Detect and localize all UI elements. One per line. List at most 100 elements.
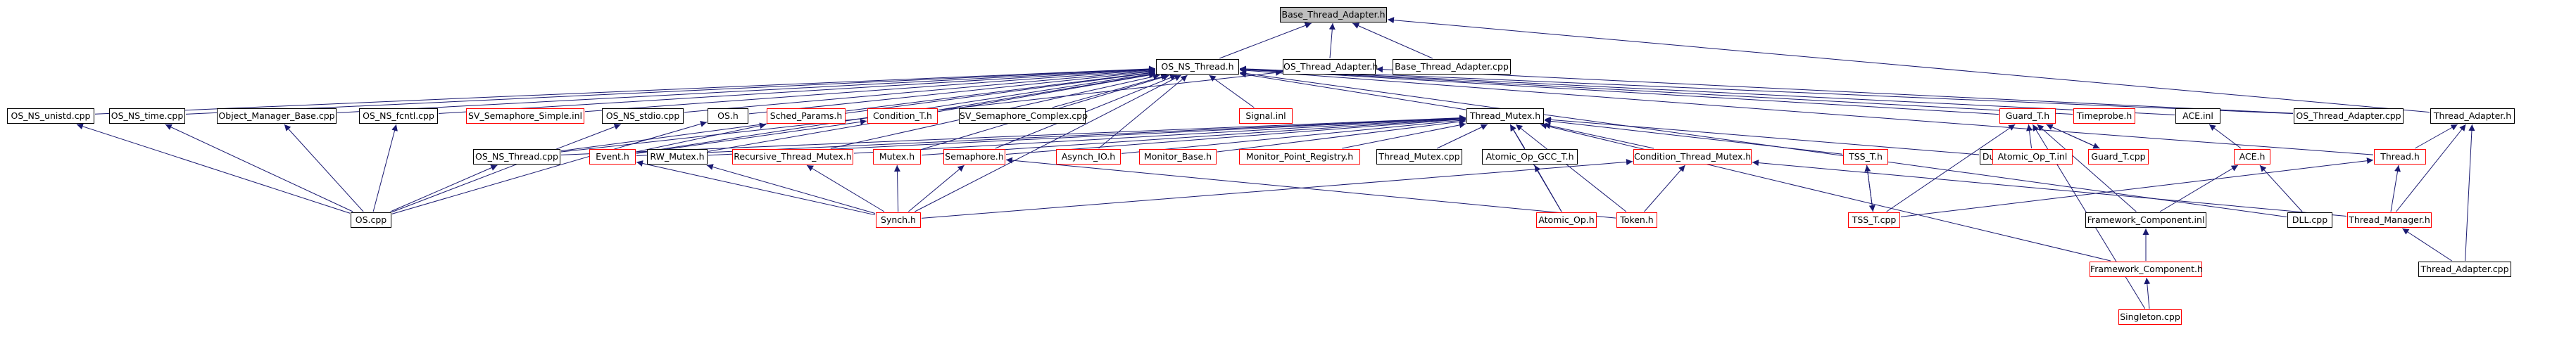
node-tss-t-cpp[interactable]: TSS_T.cpp <box>1848 212 1900 228</box>
node-label: Asynch_IO.h <box>1061 151 1116 162</box>
edge-token_h-to-thread_mutex_h <box>1515 124 1627 212</box>
node-os-cpp[interactable]: OS.cpp <box>351 212 391 228</box>
node-label: Object_Manager_Base.cpp <box>218 110 335 121</box>
edge-tss_t_cpp-to-guard_t_h <box>1886 124 2016 212</box>
edge-tss_t_h-to-tss_t_cpp <box>1866 165 1876 212</box>
node-semaphore-h[interactable]: Semaphore.h <box>943 149 1005 165</box>
edge-os_cpp-to-os_ns_unistd_cpp <box>76 123 351 214</box>
edge-sched_params_h-to-os_ns_thread_h <box>846 70 1156 112</box>
edge-framework_component_h-to-thread_mutex_h <box>1540 122 2111 262</box>
node-event-h[interactable]: Event.h <box>589 149 636 165</box>
edge-os_ns_stdio_cpp-to-os_ns_thread_h <box>684 67 1156 113</box>
node-monitor-base-h[interactable]: Monitor_Base.h <box>1139 149 1217 165</box>
node-recursive-thread-mutex-h[interactable]: Recursive_Thread_Mutex.h <box>732 149 853 165</box>
node-guard-t-cpp[interactable]: Guard_T.cpp <box>2088 149 2149 165</box>
node-base-thread-adapter-h[interactable]: Base_Thread_Adapter.h <box>1280 7 1387 22</box>
node-dll-cpp[interactable]: DLL.cpp <box>2287 212 2332 228</box>
node-monitor-point-registry-h[interactable]: Monitor_Point_Registry.h <box>1239 149 1360 165</box>
node-asynch-io-h[interactable]: Asynch_IO.h <box>1056 149 1121 165</box>
edge-guard_t_h-to-os_ns_thread_h <box>1239 66 1999 115</box>
node-os-ns-stdio-cpp[interactable]: OS_NS_stdio.cpp <box>602 108 684 124</box>
edge-dll_cpp-to-os_ns_thread_h <box>1239 70 2287 217</box>
node-framework-component-h[interactable]: Framework_Component.h <box>2090 262 2203 277</box>
node-guard-t-h[interactable]: Guard_T.h <box>1999 108 2056 124</box>
node-label: Atomic_Op_T.inl <box>1997 151 2068 162</box>
edge-os_h-to-os_ns_thread_h <box>748 68 1156 115</box>
edge-os_thread_adapter_cpp-to-os_thread_adapter_h <box>1376 66 2294 114</box>
edge-os_ns_time_cpp-to-os_ns_thread_h <box>185 65 1156 115</box>
node-label: OS_NS_fcntl.cpp <box>363 110 434 121</box>
node-label: Recursive_Thread_Mutex.h <box>734 151 852 162</box>
node-label: Sched_Params.h <box>769 110 843 121</box>
node-os-thread-adapter-cpp[interactable]: OS_Thread_Adapter.cpp <box>2294 108 2404 124</box>
node-os-ns-time-cpp[interactable]: OS_NS_time.cpp <box>109 108 185 124</box>
node-rw-mutex-h[interactable]: RW_Mutex.h <box>647 149 708 165</box>
node-atomic-op-h[interactable]: Atomic_Op.h <box>1536 212 1597 228</box>
node-os-ns-thread-cpp[interactable]: OS_NS_Thread.cpp <box>473 149 560 165</box>
edge-base_thread_adapter_cpp-to-base_thread_adapter_h <box>1352 22 1433 59</box>
node-label: Framework_Component.h <box>2090 264 2203 274</box>
edge-os_cpp-to-os_h <box>391 120 708 214</box>
edge-timeprobe_h-to-os_ns_thread_h <box>1239 66 2073 115</box>
node-ace-inl[interactable]: ACE.inl <box>2175 108 2220 124</box>
node-os-ns-fcntl-cpp[interactable]: OS_NS_fcntl.cpp <box>359 108 438 124</box>
edge-os_thread_adapter_cpp-to-os_ns_thread_h <box>1239 65 2294 115</box>
node-label: TSS_T.cpp <box>1852 214 1897 225</box>
node-thread-mutex-cpp[interactable]: Thread_Mutex.cpp <box>1376 149 1462 165</box>
node-label: TSS_T.h <box>1849 151 1883 162</box>
node-thread-adapter-h[interactable]: Thread_Adapter.h <box>2430 108 2515 124</box>
node-thread-manager-h[interactable]: Thread_Manager.h <box>2347 212 2432 228</box>
node-mutex-h[interactable]: Mutex.h <box>873 149 921 165</box>
node-label: DLL.cpp <box>2292 214 2328 225</box>
node-atomic-op-gcc-t-h[interactable]: Atomic_Op_GCC_T.h <box>1482 149 1578 165</box>
edge-token_h-to-condition_thread_mutex_h <box>1644 165 1685 212</box>
edge-os_ns_thread_cpp-to-thread_mutex_h <box>560 115 1466 155</box>
node-thread-mutex-h[interactable]: Thread_Mutex.h <box>1466 108 1544 124</box>
edge-thread_adapter_cpp-to-thread_manager_h <box>2402 228 2452 262</box>
node-sv-semaphore-complex-cpp[interactable]: SV_Semaphore_Complex.cpp <box>959 108 1088 124</box>
node-signal-inl[interactable]: Signal.inl <box>1239 108 1293 124</box>
node-ace-h[interactable]: ACE.h <box>2234 149 2270 165</box>
node-synch-h[interactable]: Synch.h <box>876 212 921 228</box>
edge-event_h-to-sched_params_h <box>636 122 767 153</box>
node-framework-component-inl[interactable]: Framework_Component.inl <box>2085 212 2206 228</box>
node-condition-t-h[interactable]: Condition_T.h <box>867 108 938 124</box>
node-label: Event.h <box>596 151 629 162</box>
node-label: OS_NS_time.cpp <box>111 110 184 121</box>
node-atomic-op-t-inl[interactable]: Atomic_Op_T.inl <box>1992 149 2073 165</box>
node-sched-params-h[interactable]: Sched_Params.h <box>767 108 846 124</box>
node-os-ns-thread-h[interactable]: OS_NS_Thread.h <box>1156 59 1239 75</box>
edge-thread_h-to-os_ns_thread_h <box>1239 67 2374 155</box>
node-label: Base_Thread_Adapter.cpp <box>1395 61 1509 72</box>
node-label: Semaphore.h <box>945 151 1004 162</box>
node-condition-thread-mutex-h[interactable]: Condition_Thread_Mutex.h <box>1633 149 1752 165</box>
node-thread-adapter-cpp[interactable]: Thread_Adapter.cpp <box>2418 262 2511 277</box>
node-object-manager-base-cpp[interactable]: Object_Manager_Base.cpp <box>217 108 337 124</box>
node-label: Thread_Adapter.h <box>2433 110 2512 121</box>
edge-signal_inl-to-os_ns_thread_h <box>1209 75 1255 108</box>
node-base-thread-adapter-cpp[interactable]: Base_Thread_Adapter.cpp <box>1393 59 1511 75</box>
node-token-h[interactable]: Token.h <box>1616 212 1657 228</box>
node-timeprobe-h[interactable]: Timeprobe.h <box>2073 108 2135 124</box>
node-label: Monitor_Point_Registry.h <box>1245 151 1354 162</box>
node-label: Singleton.cpp <box>2120 311 2180 322</box>
edge-synch_h-to-recursive_thread_mutex_h <box>806 165 885 212</box>
node-label: Framework_Component.inl <box>2087 214 2205 225</box>
edge-ace_h-to-ace_inl <box>2209 124 2242 149</box>
node-sv-semaphore-simple-inl[interactable]: SV_Semaphore_Simple.inl <box>466 108 584 124</box>
edge-dll_cpp-to-ace_h <box>2259 165 2303 212</box>
edge-os_ns_unistd_cpp-to-os_ns_thread_h <box>94 65 1156 115</box>
node-os-thread-adapter-h[interactable]: OS_Thread_Adapter.h <box>1283 59 1378 75</box>
edge-synch_h-to-mutex_h <box>893 165 900 212</box>
node-tss-t-h[interactable]: TSS_T.h <box>1843 149 1888 165</box>
edge-framework_component_inl-to-guard_t_h <box>2037 124 2137 212</box>
node-label: Thread.h <box>2380 151 2420 162</box>
node-thread-h[interactable]: Thread.h <box>2374 149 2426 165</box>
edge-os_ns_thread_cpp-to-os_ns_thread_h <box>560 70 1156 152</box>
node-singleton-cpp[interactable]: Singleton.cpp <box>2118 309 2182 325</box>
edge-recursive_thread_mutex_h-to-thread_mutex_h <box>853 115 1466 154</box>
edge-asynch_io_h-to-os_ns_thread_h <box>1098 75 1188 149</box>
node-os-ns-unistd-cpp[interactable]: OS_NS_unistd.cpp <box>7 108 94 124</box>
node-os-h[interactable]: OS.h <box>708 108 748 124</box>
node-label: SV_Semaphore_Simple.inl <box>467 110 583 121</box>
